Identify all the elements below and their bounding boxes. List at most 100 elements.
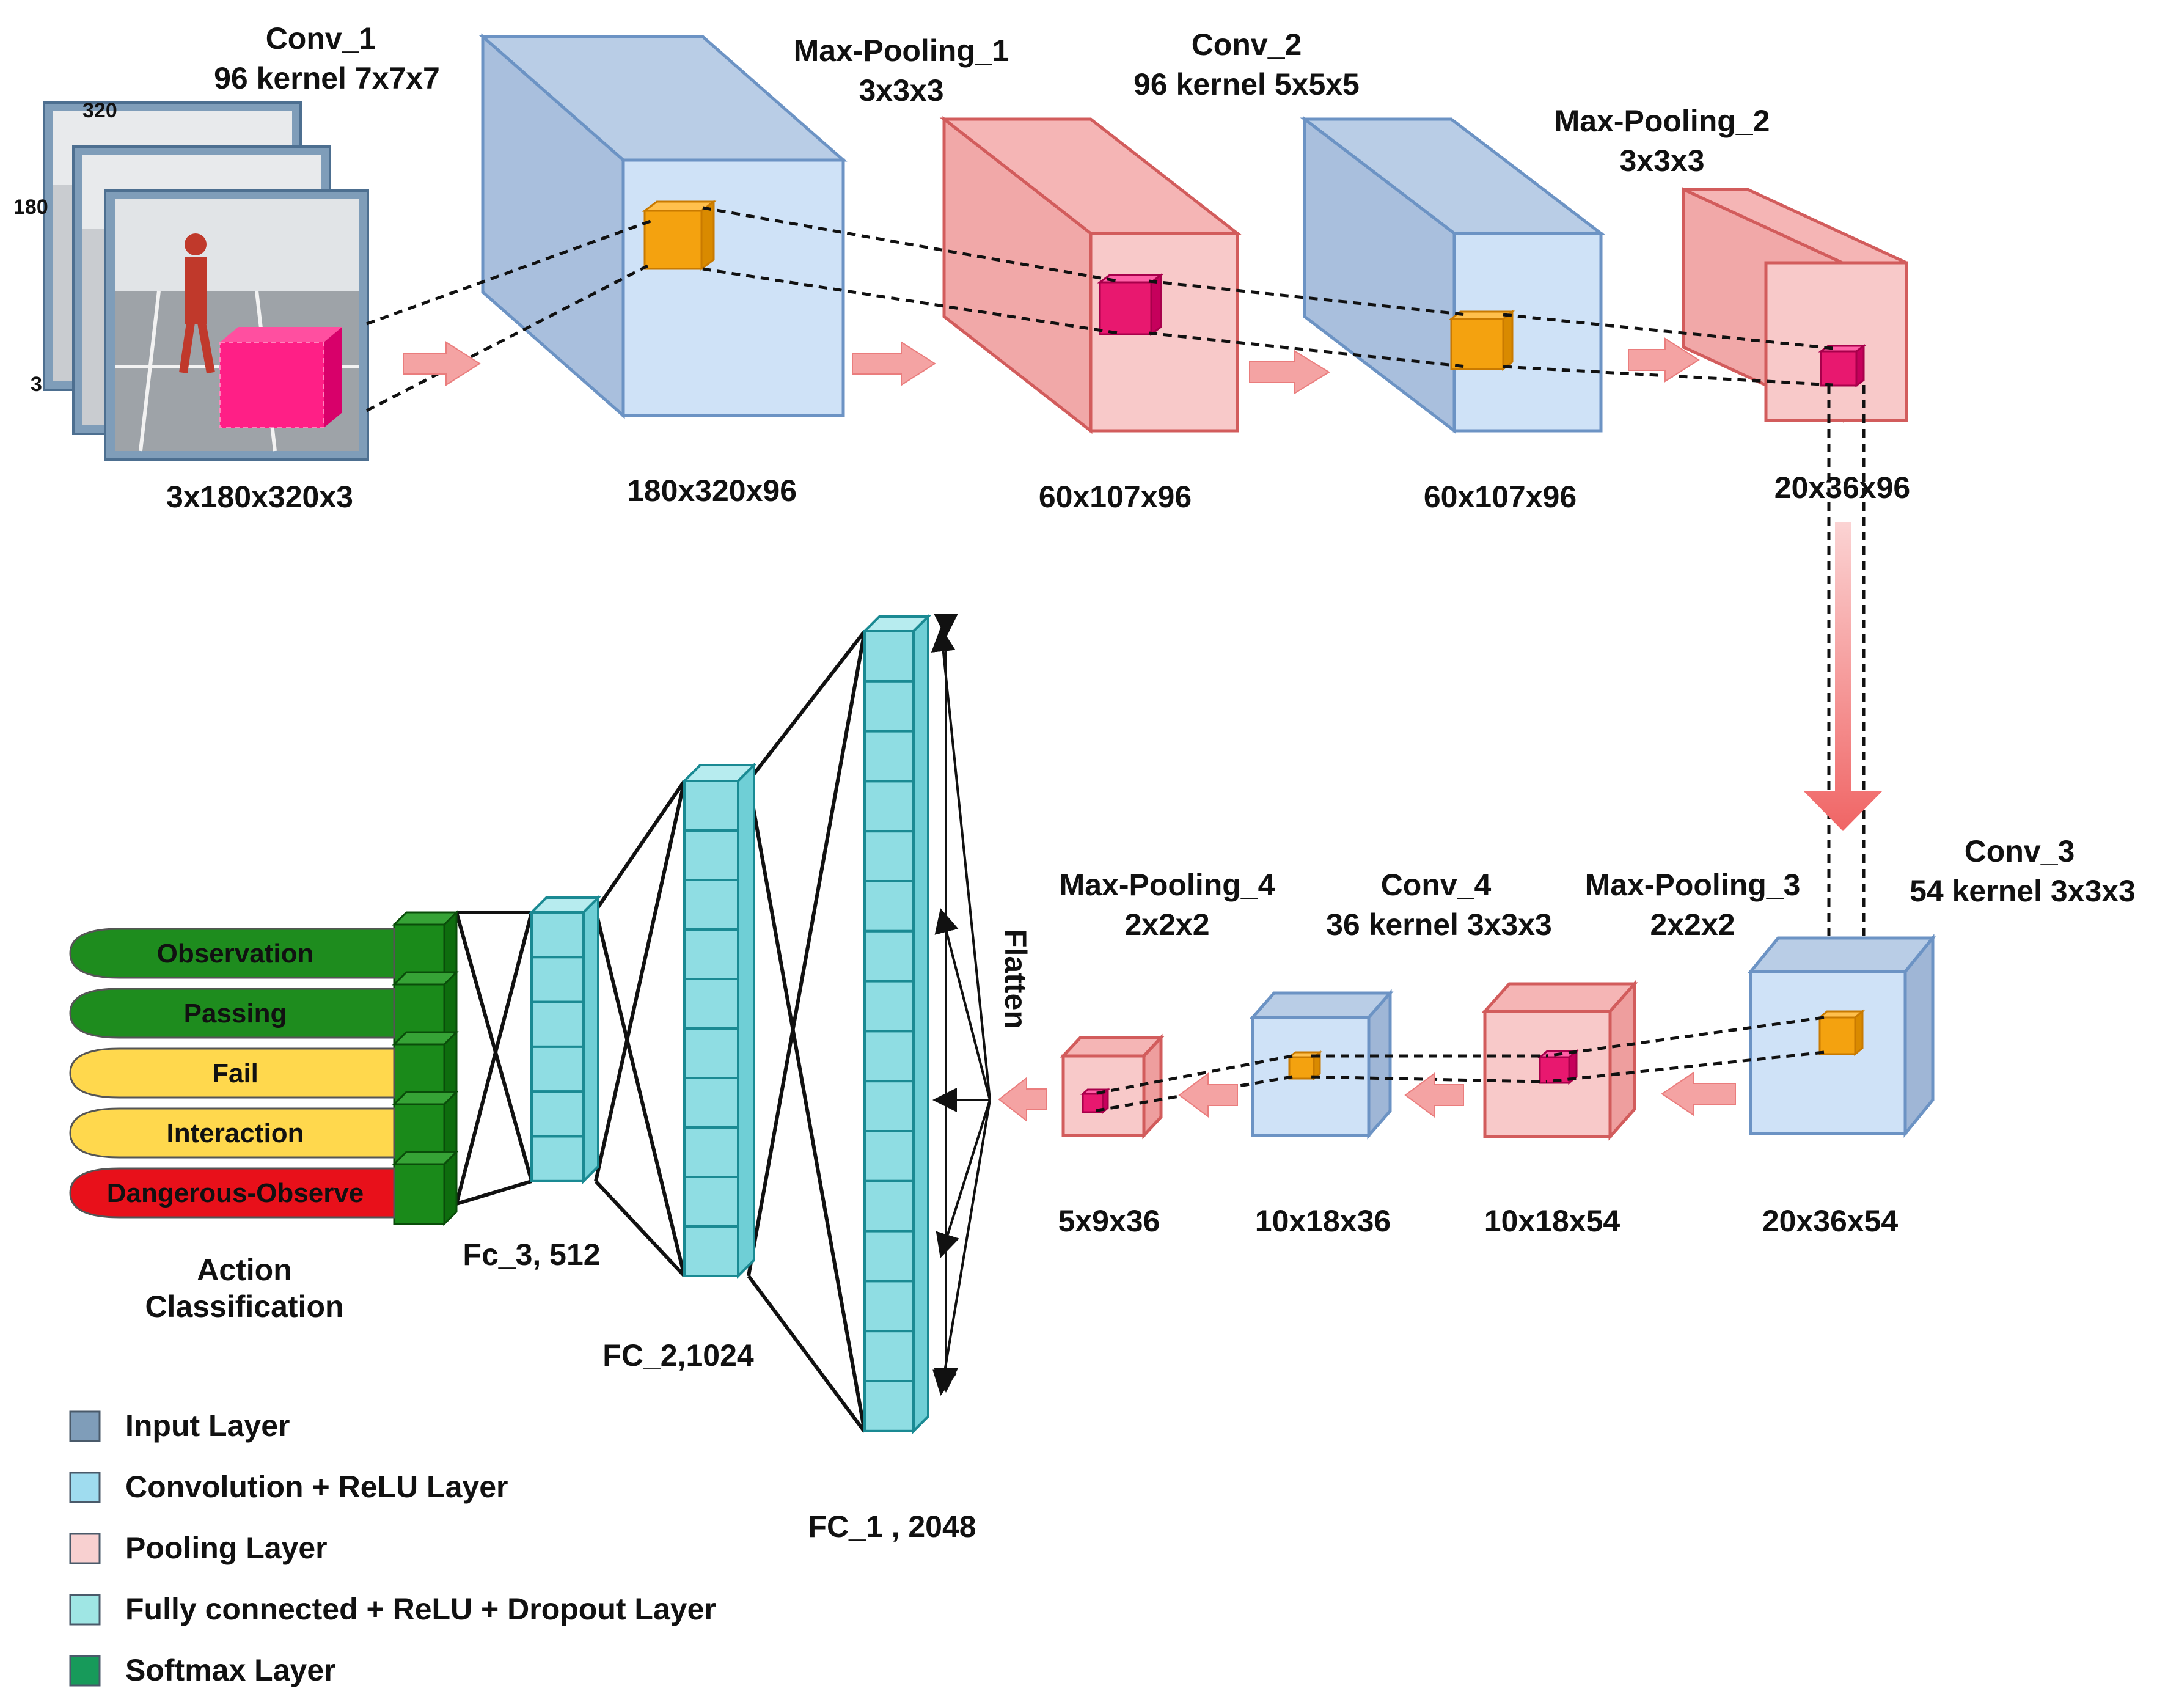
fc-neuron [863,1179,915,1233]
fc-neuron [683,879,739,931]
fc2-column [681,762,757,1279]
action-class-dangerous-observe: Dangerous-Observe [69,1167,395,1219]
fc-columns [529,614,931,1434]
legend-item: Pooling Layer [69,1531,328,1565]
fc1-column [862,614,931,1434]
pool2-name: Max-Pooling_2 [1555,104,1770,138]
legend-swatch [69,1472,101,1503]
kernel-projection-lines-bottom [1093,1016,1825,1113]
fc-neuron [863,880,915,933]
fc3-column [529,895,601,1184]
person-figure [185,233,207,255]
fc-neuron [530,911,585,959]
legend-swatch [69,1655,101,1687]
legend-label: Fully connected + ReLU + Dropout Layer [125,1592,716,1626]
fc-neuron [683,1176,739,1228]
pool2-block [1682,187,1908,423]
flatten-arrows [931,614,991,1396]
fc2-label: FC_2,1024 [602,1338,754,1373]
conv2-kernel [1448,309,1515,372]
fc-neuron [863,1080,915,1132]
classification-line1: Action [197,1253,292,1287]
pool3-detail: 2x2x2 [1650,907,1735,942]
action-label: Fail [212,1058,258,1088]
dim-pool4: 5x9x36 [1058,1204,1160,1238]
action-label: Passing [184,999,287,1028]
pool3-name: Max-Pooling_3 [1585,868,1801,902]
dim-input: 3x180x320x3 [166,480,353,514]
fc-neuron [530,1000,585,1048]
conv3-block [1747,933,1936,1138]
input-frame-front [104,189,369,461]
fc-neuron [683,1027,739,1079]
pool1-block [939,115,1242,434]
legend-swatch [69,1410,101,1442]
action-class-fail: Fail [69,1047,395,1099]
conv4-kernel [1286,1050,1323,1081]
fc3-label: Fc_3, 512 [463,1237,600,1272]
fc-neuron [863,1330,915,1382]
fc-neuron [863,929,915,983]
fc-neuron [530,1090,585,1138]
legend-label: Convolution + ReLU Layer [125,1470,508,1504]
action-label: Interaction [167,1118,304,1148]
fc-neuron [863,1280,915,1333]
dim-pool2: 20x36x96 [1774,471,1910,505]
action-class-observation: Observation [69,928,395,979]
legend-swatch [69,1594,101,1626]
pool1-name: Max-Pooling_1 [794,34,1009,68]
softmax-unit [392,1149,459,1226]
conv4-detail: 36 kernel 3x3x3 [1326,907,1552,942]
softmax-column [392,910,459,1226]
fc-connection-lines [455,630,866,1433]
legend-item: Convolution + ReLU Layer [69,1470,508,1504]
fc-neuron [863,680,915,733]
fc-neuron [863,780,915,833]
fc-neuron [683,1077,739,1129]
fc1-label: FC_1 , 2048 [808,1509,976,1544]
dim-pool1: 60x107x96 [1039,480,1192,514]
fc-neuron [530,1045,585,1093]
action-class-passing: Passing [69,988,395,1039]
pool4-block [1060,1033,1165,1140]
fc-neuron [683,780,739,832]
legend-item: Softmax Layer [69,1653,336,1687]
pool4-name: Max-Pooling_4 [1060,868,1275,902]
fc-neuron [683,829,739,881]
conv1-name: Conv_1 [266,21,376,56]
fc-neuron [863,730,915,783]
input-clip: 320 180 3 [13,99,369,461]
flow-arrows-bottom [998,1071,1736,1123]
pool2-kernel [1818,344,1867,387]
legend-item: Fully connected + ReLU + Dropout Layer [69,1592,716,1626]
conv2-detail: 96 kernel 5x5x5 [1133,67,1360,101]
pool1-kernel [1097,273,1164,336]
flow-arrow-down [1804,522,1882,831]
dim-pool3: 10x18x54 [1484,1204,1620,1238]
pool3-block [1481,980,1638,1141]
dim-conv4: 10x18x36 [1255,1204,1391,1238]
fc-neuron [863,1030,915,1083]
conv2-block [1300,115,1606,434]
action-class-interaction: Interaction [69,1107,395,1159]
conv3-detail: 54 kernel 3x3x3 [1910,874,2136,908]
fc-neuron [530,1135,585,1182]
pool1-detail: 3x3x3 [859,73,943,108]
action-box [219,327,342,428]
legend-label: Softmax Layer [125,1653,336,1687]
legend-item: Input Layer [69,1409,290,1443]
conv4-block [1249,989,1394,1140]
fc-neuron [863,630,915,683]
conv4-name: Conv_4 [1381,868,1492,902]
classification-line2: Classification [145,1289,343,1324]
flow-arrows-top [403,337,1700,395]
conv2-name: Conv_2 [1192,27,1302,62]
dim-conv2: 60x107x96 [1424,480,1577,514]
input-height-label: 180 [13,196,48,219]
pool2-detail: 3x3x3 [1619,144,1704,178]
conv3-name: Conv_3 [1965,834,2075,868]
input-width-label: 320 [82,99,117,122]
conv1-block [478,33,848,419]
